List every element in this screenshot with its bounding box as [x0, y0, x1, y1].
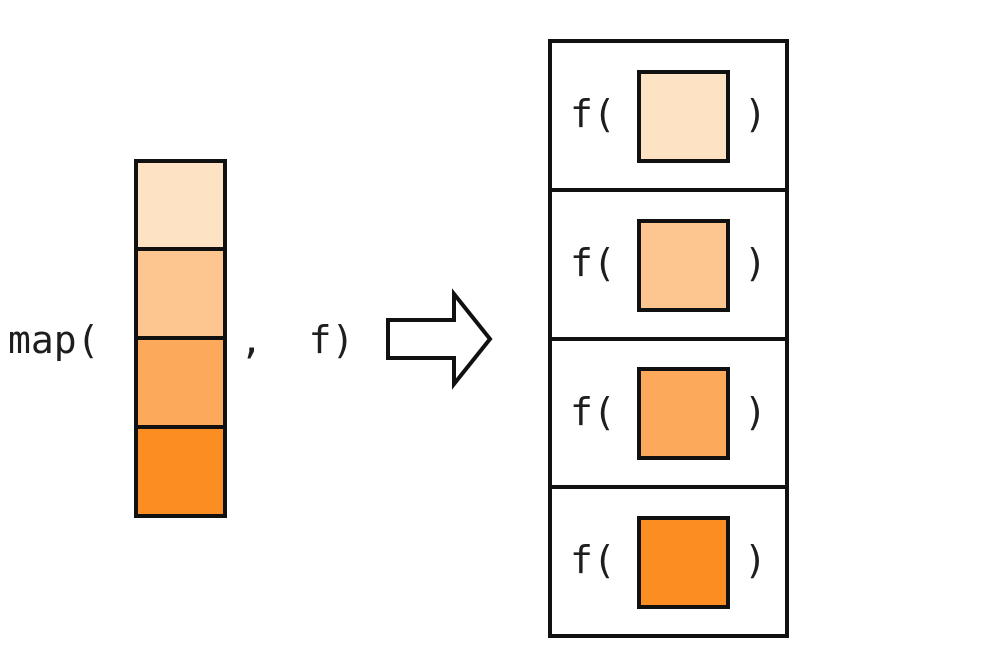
output-item-1: f( ) — [548, 39, 789, 192]
input-element-3 — [134, 336, 227, 429]
output-item-4: f( ) — [548, 485, 789, 638]
map-call-suffix: , f) — [240, 318, 355, 362]
output-element-1 — [637, 70, 730, 163]
input-element-2 — [134, 247, 227, 340]
function-call-close: ) — [744, 538, 767, 582]
input-vector — [134, 159, 227, 519]
function-call-close: ) — [744, 390, 767, 434]
function-call-open: f( — [570, 92, 616, 136]
input-element-4 — [134, 425, 227, 518]
output-list: f( ) f( ) f( ) f( ) — [548, 39, 789, 638]
output-item-2: f( ) — [548, 188, 789, 341]
function-call-close: ) — [744, 92, 767, 136]
right-arrow-icon — [386, 288, 493, 390]
function-call-open: f( — [570, 241, 616, 285]
output-element-2 — [637, 219, 730, 312]
output-element-4 — [637, 516, 730, 609]
output-element-3 — [637, 367, 730, 460]
function-call-open: f( — [570, 390, 616, 434]
map-call-prefix: map( — [8, 318, 100, 362]
input-element-1 — [134, 159, 227, 251]
function-call-close: ) — [744, 241, 767, 285]
output-item-3: f( ) — [548, 337, 789, 489]
function-call-open: f( — [570, 538, 616, 582]
